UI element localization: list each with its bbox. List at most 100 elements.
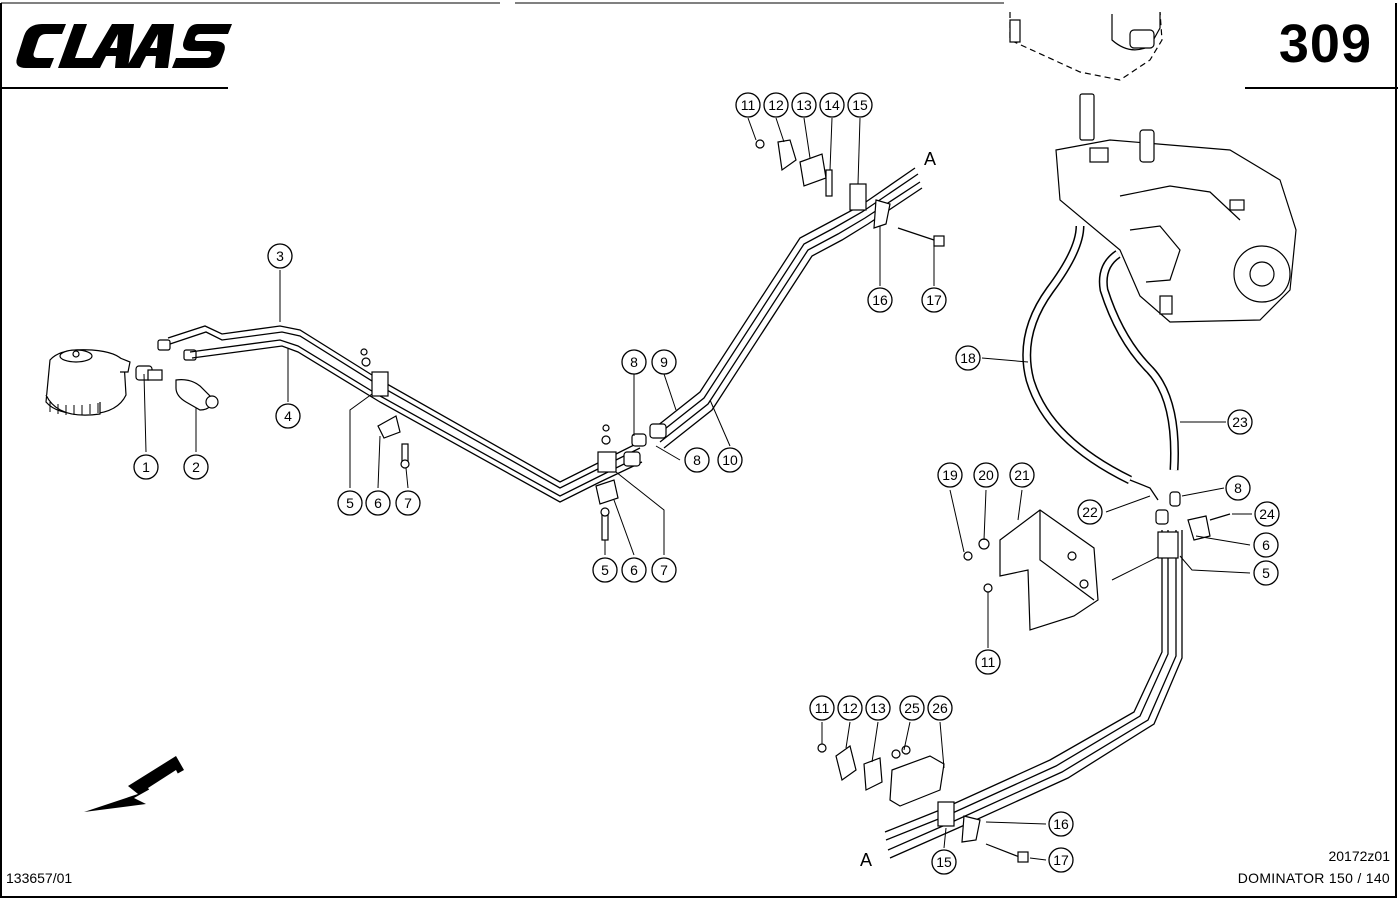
callout-circle <box>1077 499 1103 525</box>
callout-label: 12 <box>842 700 858 716</box>
callout-circle <box>684 447 710 473</box>
callout-label: 18 <box>960 350 976 366</box>
callout-circle <box>865 695 891 721</box>
callout-label: 19 <box>942 467 958 483</box>
callout-circle <box>921 287 947 313</box>
callout-circle <box>365 490 391 516</box>
fitting-part <box>135 339 219 411</box>
callout-label: 10 <box>722 452 738 468</box>
hydraulic-pipe-lines <box>167 167 1183 859</box>
callout-11: 11 <box>809 695 835 721</box>
callout-11: 11 <box>975 649 1001 675</box>
callout-19: 19 <box>937 462 963 488</box>
callout-circle <box>927 695 953 721</box>
callout-6: 6 <box>621 557 647 583</box>
callout-11: 11 <box>735 92 761 118</box>
callout-5: 5 <box>592 557 618 583</box>
callout-8: 8 <box>1225 475 1251 501</box>
callout-label: 8 <box>1234 480 1242 496</box>
callout-24: 24 <box>1254 501 1280 527</box>
callout-label: 5 <box>346 495 354 511</box>
callout-label: 15 <box>852 97 868 113</box>
callout-label: 5 <box>1262 565 1270 581</box>
callout-leaders <box>143 117 1252 861</box>
callout-6: 6 <box>1253 532 1279 558</box>
callout-circle <box>931 849 957 875</box>
callout-circle <box>621 557 647 583</box>
steering-unit-part <box>45 349 131 416</box>
callout-label: 2 <box>192 459 200 475</box>
callout-circle <box>1225 475 1251 501</box>
callout-label: 4 <box>284 408 292 424</box>
callout-6: 6 <box>365 490 391 516</box>
callout-label: 15 <box>936 854 952 870</box>
callout-label: 17 <box>926 292 942 308</box>
callout-circle <box>1048 847 1074 873</box>
callout-17: 17 <box>921 287 947 313</box>
callout-circle <box>763 92 789 118</box>
callout-circle <box>975 649 1001 675</box>
callout-label: 9 <box>660 354 668 370</box>
callout-label: 3 <box>276 248 284 264</box>
callout-8: 8 <box>684 447 710 473</box>
callout-circle <box>1009 462 1035 488</box>
callout-label: 25 <box>904 700 920 716</box>
callout-circle <box>735 92 761 118</box>
callout-5: 5 <box>1253 560 1279 586</box>
callout-circle <box>955 345 981 371</box>
callout-circle <box>133 454 159 480</box>
drawing-number: 20172z01 <box>1328 848 1390 864</box>
callout-10: 10 <box>717 447 743 473</box>
callout-2: 2 <box>183 454 209 480</box>
callout-label: 26 <box>932 700 948 716</box>
callout-circle <box>1253 532 1279 558</box>
callout-circle <box>791 92 817 118</box>
callout-13: 13 <box>791 92 817 118</box>
callout-circle <box>275 403 301 429</box>
callout-5: 5 <box>337 490 363 516</box>
callout-circle <box>1048 811 1074 837</box>
callout-circle <box>651 349 677 375</box>
callout-label: 12 <box>768 97 784 113</box>
callout-label: 1 <box>142 459 150 475</box>
connection-marker-a-bottom: A <box>860 850 872 870</box>
callout-label: 6 <box>630 562 638 578</box>
callout-1: 1 <box>133 454 159 480</box>
callout-circle <box>819 92 845 118</box>
model-name: DOMINATOR 150 / 140 <box>1237 870 1390 886</box>
callout-circle <box>183 454 209 480</box>
callout-circle <box>395 490 421 516</box>
callout-circle <box>267 243 293 269</box>
callout-3: 3 <box>267 243 293 269</box>
page-number: 309 <box>1278 14 1372 74</box>
header-rule-left <box>0 87 228 89</box>
callout-circle <box>809 695 835 721</box>
callout-12: 12 <box>837 695 863 721</box>
callout-label: 17 <box>1053 852 1069 868</box>
callout-9: 9 <box>651 349 677 375</box>
callout-label: 7 <box>404 495 412 511</box>
callout-label: 16 <box>1053 816 1069 832</box>
header-rule-right <box>1245 87 1398 89</box>
clamp-hardware <box>84 139 1231 863</box>
callout-7: 7 <box>395 490 421 516</box>
callout-26: 26 <box>927 695 953 721</box>
callout-label: 23 <box>1232 414 1248 430</box>
callout-label: 5 <box>601 562 609 578</box>
callout-label: 8 <box>630 354 638 370</box>
callout-13: 13 <box>865 695 891 721</box>
callout-label: 13 <box>870 700 886 716</box>
hydraulic-pump-part <box>1009 11 1297 323</box>
hose-part <box>1022 225 1179 501</box>
callout-circle <box>937 462 963 488</box>
callout-23: 23 <box>1227 409 1253 435</box>
callout-18: 18 <box>955 345 981 371</box>
callout-circle <box>1253 560 1279 586</box>
callout-circle <box>1227 409 1253 435</box>
callout-4: 4 <box>275 403 301 429</box>
callout-label: 16 <box>872 292 888 308</box>
callout-circle <box>973 462 999 488</box>
